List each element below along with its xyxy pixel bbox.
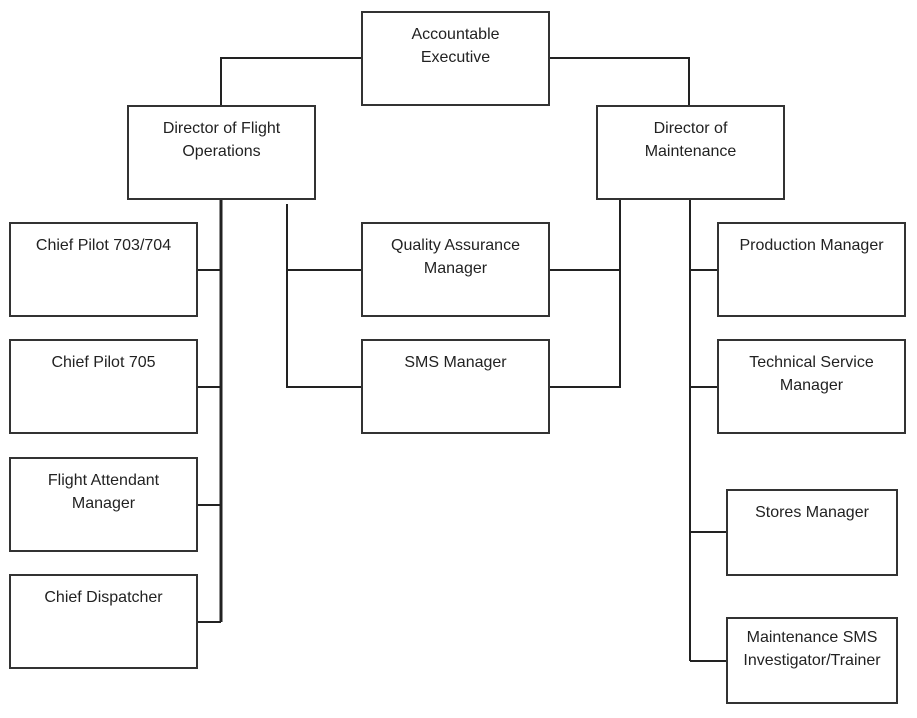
node-label-line2: Executive — [420, 49, 491, 66]
node-label-line2: Investigator/Trainer — [743, 652, 881, 669]
node-label-line2: Manager — [423, 260, 488, 277]
node-label-line1: Director of — [653, 120, 728, 137]
node-label-line2: Manager — [779, 377, 844, 394]
connector-ae-to-dom — [549, 57, 690, 106]
node-label-line2: Manager — [71, 495, 136, 512]
node-label-line1: Production Manager — [739, 237, 884, 254]
connector-ae-to-dfo — [220, 57, 361, 106]
node-technical-service-manager[interactable]: Technical Service Manager — [717, 339, 906, 434]
node-production-manager[interactable]: Production Manager — [717, 222, 906, 317]
node-label-line1: Flight Attendant — [47, 472, 160, 489]
node-label-line1: Chief Pilot 703/704 — [35, 237, 172, 254]
node-label-line2: Maintenance — [644, 143, 737, 160]
node-label-line2: Operations — [182, 143, 261, 160]
node-chief-pilot-703-704[interactable]: Chief Pilot 703/704 — [9, 222, 198, 317]
node-chief-pilot-705[interactable]: Chief Pilot 705 — [9, 339, 198, 434]
node-quality-assurance-manager[interactable]: Quality Assurance Manager — [361, 222, 550, 317]
node-label-line1: Chief Dispatcher — [44, 589, 163, 606]
node-accountable-executive[interactable]: Accountable Executive — [361, 11, 550, 106]
node-flight-attendant-manager[interactable]: Flight Attendant Manager — [9, 457, 198, 552]
node-label-line1: Quality Assurance — [391, 237, 520, 254]
node-label-line1: Accountable — [411, 26, 500, 43]
node-label-line1: SMS Manager — [404, 354, 507, 371]
node-maintenance-sms-investigator-trainer[interactable]: Maintenance SMS Investigator/Trainer — [726, 617, 898, 704]
node-label-line1: Director of Flight — [162, 120, 281, 137]
node-label-line1: Chief Pilot 705 — [51, 354, 156, 371]
node-director-flight-operations[interactable]: Director of Flight Operations — [127, 105, 316, 200]
connector-dfo-to-qa-sms — [286, 204, 361, 388]
node-sms-manager[interactable]: SMS Manager — [361, 339, 550, 434]
node-stores-manager[interactable]: Stores Manager — [726, 489, 898, 576]
node-chief-dispatcher[interactable]: Chief Dispatcher — [9, 574, 198, 669]
node-label-line1: Maintenance SMS — [746, 629, 878, 646]
node-director-maintenance[interactable]: Director of Maintenance — [596, 105, 785, 200]
node-label-line1: Stores Manager — [755, 504, 869, 521]
node-label-line1: Technical Service — [749, 354, 874, 371]
connector-dom-to-qa-sms — [549, 199, 621, 388]
